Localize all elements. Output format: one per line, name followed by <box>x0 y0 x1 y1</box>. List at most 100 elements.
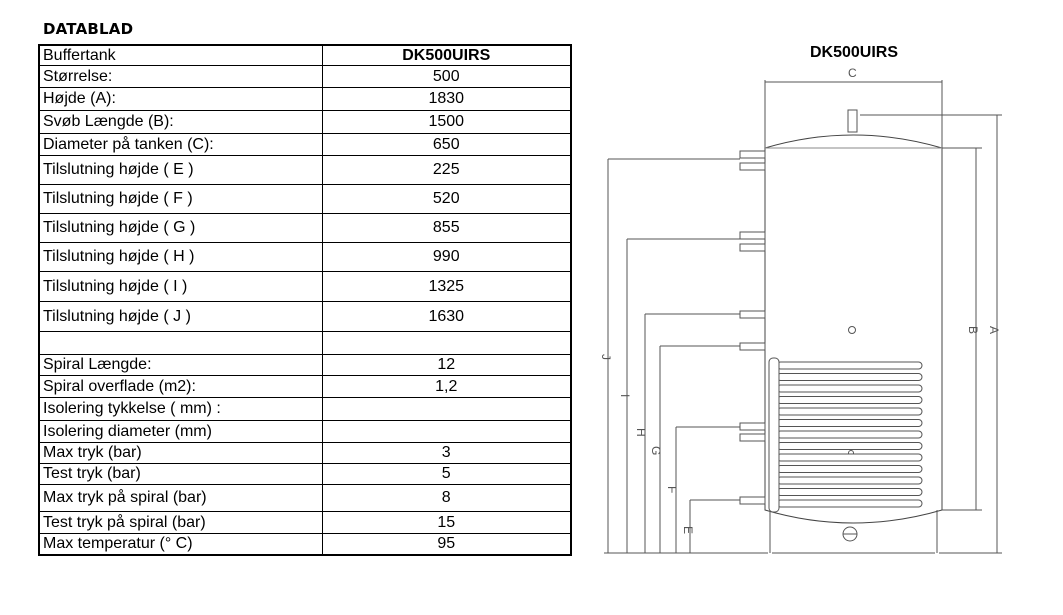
table-row: Test tryk (bar)5 <box>38 462 572 485</box>
spiral-manifold <box>768 357 780 513</box>
row-label <box>38 330 323 355</box>
row-label: Svøb Længde (B): <box>38 109 323 134</box>
spiral-turn <box>776 419 923 427</box>
row-value: 650 <box>321 132 572 156</box>
row-value <box>321 330 572 355</box>
table-row: Størrelse:500 <box>38 64 572 88</box>
table-row: Svøb Længde (B):1500 <box>38 109 572 134</box>
spiral-turn <box>776 465 923 473</box>
row-value <box>321 419 572 443</box>
row-value <box>321 396 572 421</box>
row-value: 3 <box>321 441 572 464</box>
label-i: I <box>618 394 632 397</box>
diagram-title: DK500UIRS <box>809 44 899 61</box>
datasheet-heading: DATABLAD <box>43 20 134 38</box>
left-dimensions <box>604 158 768 554</box>
row-label: Max temperatur (° C) <box>38 532 323 556</box>
table-row: Tilslutning højde ( I )1325 <box>38 270 572 302</box>
tank-base <box>769 510 938 554</box>
row-value: 225 <box>321 154 572 185</box>
row-label: Max tryk (bar) <box>38 441 323 464</box>
label-h: H <box>634 428 648 437</box>
row-value: 5 <box>321 462 572 485</box>
tank-diagram: C <box>599 66 1002 554</box>
table-row <box>38 330 572 355</box>
row-value: 500 <box>321 64 572 88</box>
left-dimension-labels: J I H G F E <box>599 354 695 534</box>
spiral-turn <box>776 430 923 439</box>
table-row: Tilslutning højde ( G )855 <box>38 212 572 243</box>
spiral-turn <box>776 373 923 381</box>
sensor-port <box>848 326 856 334</box>
row-label: Tilslutning højde ( I ) <box>38 270 323 302</box>
table-row: Isolering tykkelse ( mm) : <box>38 396 572 421</box>
label-c: C <box>848 66 857 80</box>
row-label: Tilslutning højde ( F ) <box>38 183 323 214</box>
spiral-turn <box>776 499 923 508</box>
label-e: E <box>681 526 695 534</box>
table-row: Højde (A):1830 <box>38 86 572 111</box>
row-label: Test tryk (bar) <box>38 462 323 485</box>
row-value: 990 <box>321 241 572 272</box>
row-value: 1,2 <box>321 374 572 398</box>
row-label: Spiral Længde: <box>38 353 323 376</box>
row-value: 1630 <box>321 300 572 332</box>
label-b: B <box>966 326 980 334</box>
label-a: A <box>987 326 1001 334</box>
row-label: Diameter på tanken (C): <box>38 132 323 156</box>
spiral-turn <box>776 407 923 416</box>
spiral-turn <box>776 396 923 404</box>
row-label: Test tryk på spiral (bar) <box>38 510 323 534</box>
row-label: Størrelse: <box>38 64 323 88</box>
label-j: J <box>599 354 613 360</box>
row-label: Spiral overflade (m2): <box>38 374 323 398</box>
row-value: 12 <box>321 353 572 376</box>
row-value: 15 <box>321 510 572 534</box>
row-label: Tilslutning højde ( H ) <box>38 241 323 272</box>
row-value: 8 <box>321 483 572 512</box>
right-dimension-labels: B A <box>966 326 1001 334</box>
row-label: Isolering diameter (mm) <box>38 419 323 443</box>
spiral-turn <box>776 442 923 450</box>
spiral-turn <box>776 476 923 485</box>
row-label: Højde (A): <box>38 86 323 111</box>
row-label: Max tryk på spiral (bar) <box>38 483 323 512</box>
row-value: DK500UIRS <box>321 44 572 66</box>
table-row: Tilslutning højde ( E )225 <box>38 154 572 185</box>
row-label: Tilslutning højde ( G ) <box>38 212 323 243</box>
right-dimensions <box>860 114 1002 554</box>
top-nozzle <box>847 109 858 133</box>
table-row: Test tryk på spiral (bar)15 <box>38 510 572 534</box>
table-row: Tilslutning højde ( H )990 <box>38 241 572 272</box>
table-row: Max tryk (bar)3 <box>38 441 572 464</box>
table-row: Diameter på tanken (C):650 <box>38 132 572 156</box>
row-value: 855 <box>321 212 572 243</box>
label-f: F <box>665 486 679 493</box>
table-row: Isolering diameter (mm) <box>38 419 572 443</box>
row-label: Tilslutning højde ( J ) <box>38 300 323 332</box>
table-row: Tilslutning højde ( J )1630 <box>38 300 572 332</box>
table-row: Spiral Længde:12 <box>38 353 572 376</box>
spiral-turn <box>776 488 923 496</box>
table-row: Spiral overflade (m2):1,2 <box>38 374 572 398</box>
row-value: 1500 <box>321 109 572 134</box>
row-label: Isolering tykkelse ( mm) : <box>38 396 323 421</box>
row-value: 1325 <box>321 270 572 302</box>
table-row: Tilslutning højde ( F )520 <box>38 183 572 214</box>
spiral-turn <box>776 361 923 370</box>
row-value: 520 <box>321 183 572 214</box>
row-value: 1830 <box>321 86 572 111</box>
table-row: Max temperatur (° C)95 <box>38 532 572 556</box>
row-label: Tilslutning højde ( E ) <box>38 154 323 185</box>
table-row: Max tryk på spiral (bar)8 <box>38 483 572 512</box>
spiral-turn <box>776 384 923 393</box>
dimension-c: C <box>764 66 943 148</box>
connection-nozzles <box>739 150 766 505</box>
heating-spiral <box>768 357 923 513</box>
label-g: G <box>649 446 663 455</box>
row-label: Buffertank <box>38 44 323 66</box>
row-value: 95 <box>321 532 572 556</box>
spiral-turn <box>776 453 923 462</box>
